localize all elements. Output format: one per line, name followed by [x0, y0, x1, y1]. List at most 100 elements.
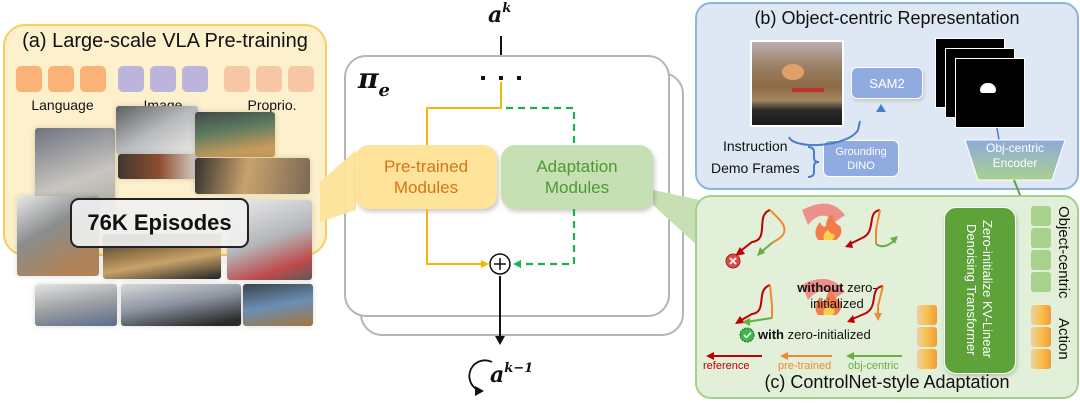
with-rest: zero-initialized — [784, 327, 871, 342]
action-token — [1031, 349, 1051, 369]
fire-icon — [815, 289, 842, 315]
check-mark — [743, 331, 752, 339]
arrowhead — [845, 240, 853, 248]
dino-to-sam-line — [788, 120, 861, 147]
ellipsis-dot — [481, 76, 485, 80]
pretrained-callout — [320, 150, 356, 222]
arrowhead — [757, 247, 765, 256]
object-centric-token — [1031, 228, 1051, 248]
object-bread — [782, 64, 804, 80]
arrowhead — [475, 386, 484, 396]
pretrained-line-up — [426, 82, 502, 145]
ellipsis-dot — [499, 76, 503, 80]
pretrained-modules-label: Pre-trained Modules — [383, 157, 469, 197]
action-token — [1031, 305, 1051, 325]
reference-trajectory — [737, 284, 771, 323]
fire-core — [823, 230, 835, 240]
image-token — [182, 66, 208, 92]
sam2-box: SAM2 — [851, 67, 923, 99]
adaptation-callout — [653, 190, 700, 248]
demo-frame-image — [750, 40, 844, 127]
arrowhead — [735, 247, 745, 256]
encoder-label: Obj-centric Encoder — [965, 141, 1065, 171]
episode-photo — [243, 284, 313, 326]
episode-photo — [116, 106, 198, 154]
episode-photo — [195, 158, 310, 194]
instruction-label: Instruction — [723, 138, 788, 154]
image-token — [150, 66, 176, 92]
arrowhead — [780, 352, 788, 360]
pi-symbol: π — [358, 62, 379, 95]
arrowhead — [876, 104, 886, 112]
denoising-transformer-label: Zero-initialize KV-Linear Denoising Tran… — [964, 220, 995, 359]
proprio-token — [288, 66, 314, 92]
pretrained-trajectory — [769, 209, 786, 244]
pi-subscript: e — [378, 80, 390, 101]
denoising-transformer: Zero-initialize KV-Linear Denoising Tran… — [944, 207, 1014, 372]
arrowhead — [890, 236, 898, 244]
proprio-label: Proprio. — [247, 97, 297, 113]
loop-arrow-icon — [468, 359, 493, 391]
episode-photo — [118, 154, 200, 179]
mask-to-encoder-line — [996, 127, 1000, 141]
language-token — [80, 66, 106, 92]
action-token-input — [917, 305, 937, 325]
objcentric-trajectory — [875, 239, 896, 248]
language-token — [48, 66, 74, 92]
pretrained-line-down — [426, 209, 482, 265]
fire-arrow-icon — [802, 203, 845, 225]
reference-trajectory — [737, 209, 771, 254]
arrowhead — [481, 260, 489, 268]
fire-icon — [815, 214, 842, 240]
episode-photo — [35, 284, 117, 326]
arrowhead — [847, 315, 855, 323]
pretrained-trajectory — [769, 284, 773, 318]
encoder-text: Obj-centric Encoder — [985, 141, 1044, 170]
ellipsis-dot — [517, 76, 521, 80]
object-centric-token — [1031, 250, 1051, 270]
pretrained-modules-box: Pre-trained Modules — [355, 145, 497, 209]
action-token — [1031, 327, 1051, 347]
episode-photo — [195, 112, 275, 157]
output-action-bottom: ak−1 — [490, 361, 534, 388]
action-base: a — [488, 2, 503, 28]
with-zero-init-label: with zero-initialized — [758, 327, 871, 342]
object-centric-label: Object-centric — [1055, 206, 1072, 299]
adaptation-modules-box: Adaptation Modules — [501, 145, 653, 209]
action-token-input — [917, 327, 937, 347]
objcentric-trajectory — [745, 317, 773, 323]
proprio-token — [224, 66, 250, 92]
language-label: Language — [31, 97, 94, 113]
panel-c-title: (c) ControlNet-style Adaptation — [764, 372, 1010, 392]
grounding-dino-label: Grounding DINO — [835, 145, 887, 172]
x-mark — [729, 257, 737, 265]
with-bold: with — [758, 327, 784, 342]
legend-objcentric-label: obj-centric — [848, 360, 899, 372]
image-token — [118, 66, 144, 92]
arrowhead — [706, 352, 714, 360]
denoising-transformer-box — [944, 207, 1016, 374]
check-circle-icon — [739, 327, 755, 343]
reference-trajectory — [847, 209, 881, 246]
demo-frames-label: Demo Frames — [711, 160, 800, 176]
arrowhead — [874, 313, 882, 321]
action-sup: k−1 — [504, 361, 534, 376]
arrowhead — [513, 260, 521, 268]
proprio-token — [256, 66, 282, 92]
without-rest: zero-initialized — [810, 280, 877, 311]
adaptation-line-down — [520, 209, 576, 266]
arrowhead — [742, 318, 750, 326]
panel-b-title: (b) Object-centric Representation — [754, 8, 1020, 28]
policy-symbol: πe — [358, 62, 390, 101]
mask-frame — [955, 58, 1025, 128]
reference-trajectory — [849, 285, 884, 321]
pretrained-trajectory — [875, 209, 881, 244]
arrowhead — [846, 352, 854, 360]
output-action-top: ak — [488, 1, 511, 28]
fire-core — [823, 305, 835, 315]
input-brace-icon — [807, 146, 820, 178]
object-centric-token — [1031, 272, 1051, 292]
grounding-dino-box: Grounding DINO — [823, 140, 899, 177]
